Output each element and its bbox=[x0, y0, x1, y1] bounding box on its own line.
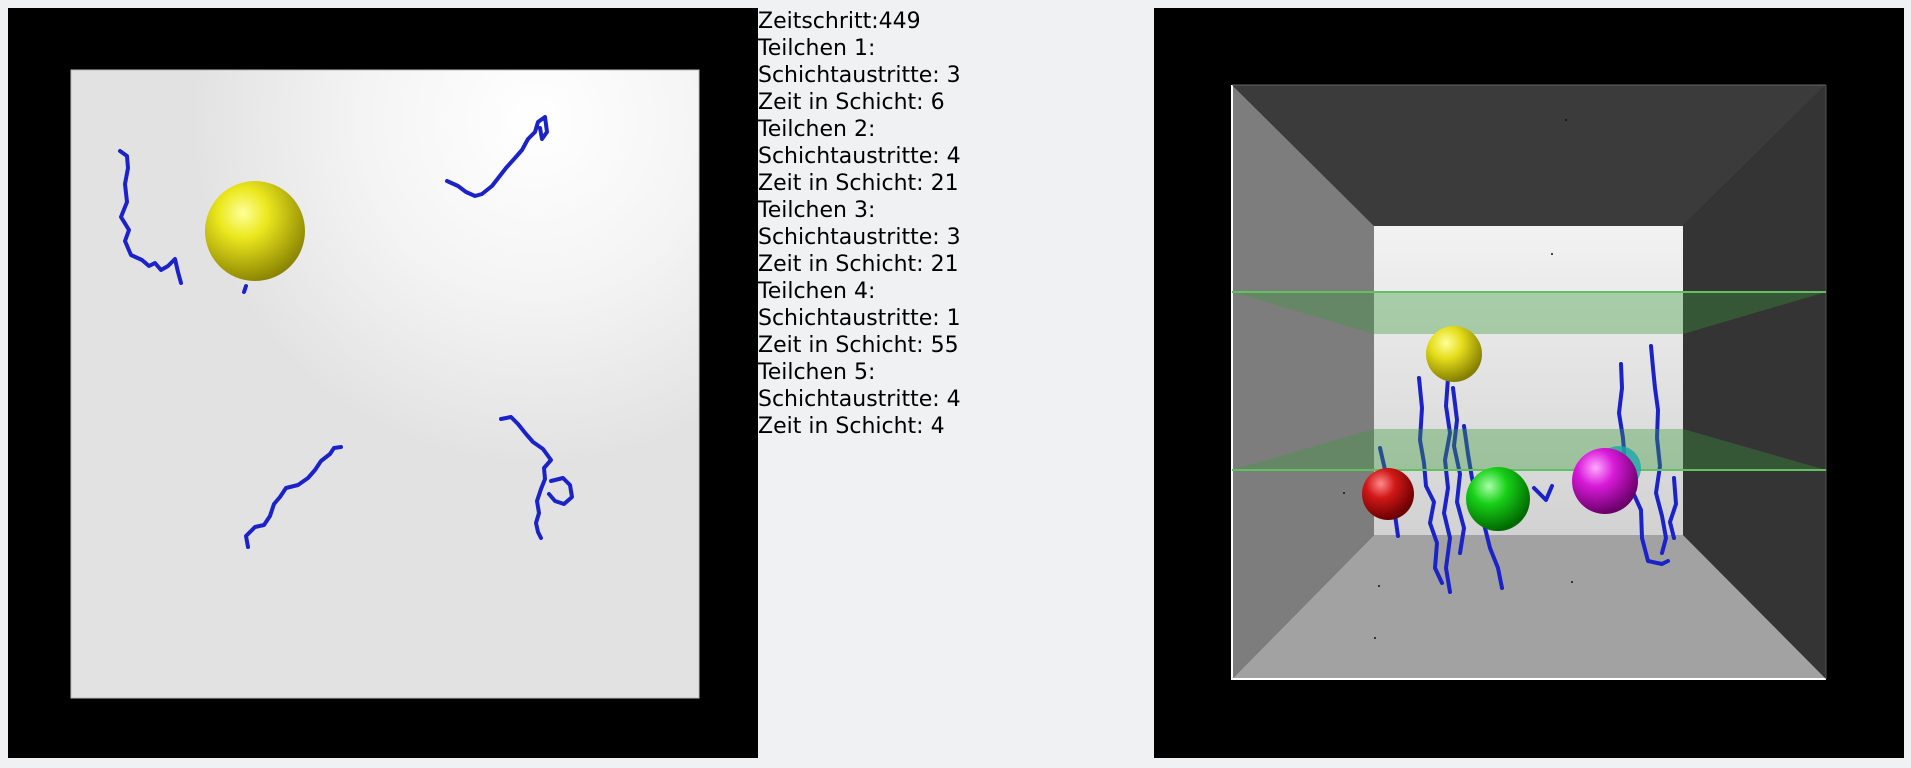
info-panel: Zeitschritt:449 Teilchen 1: Schichtaustr… bbox=[758, 8, 1154, 440]
trail-3d-g bbox=[1649, 344, 1668, 555]
step-value: 449 bbox=[878, 9, 921, 34]
particle-2-time: Zeit in Schicht: 21 bbox=[758, 171, 959, 196]
trail-3 bbox=[244, 445, 343, 549]
upper-layer bbox=[1232, 291, 1826, 334]
particle-2-exits: Schichtaustritte: 4 bbox=[758, 144, 961, 169]
particle-4-title: Teilchen 4: bbox=[758, 279, 876, 304]
right-wall-face bbox=[1683, 85, 1826, 679]
lower-layer bbox=[1232, 429, 1826, 471]
particle-1-exits: Schichtaustritte: 3 bbox=[758, 63, 961, 88]
trail-3d-b bbox=[1417, 376, 1444, 585]
ceiling-face bbox=[1232, 85, 1826, 226]
trail-3d-c bbox=[1451, 386, 1466, 555]
particle-3-title: Teilchen 3: bbox=[758, 198, 876, 223]
step-line: Zeitschritt:449 bbox=[758, 9, 921, 34]
trail-3d-h bbox=[1668, 476, 1678, 540]
trail-1 bbox=[118, 149, 183, 285]
particle-1-title: Teilchen 1: bbox=[758, 36, 876, 61]
trail-5 bbox=[242, 284, 248, 294]
particle-3-exits: Schichtaustritte: 3 bbox=[758, 225, 961, 250]
left-wall-face bbox=[1232, 85, 1374, 679]
particle-magenta-3d bbox=[1572, 448, 1638, 514]
particle-5-time: Zeit in Schicht: 4 bbox=[758, 414, 945, 439]
box-edge bbox=[1231, 85, 1826, 680]
trail-4-loop bbox=[547, 476, 574, 506]
floor-plane bbox=[70, 69, 700, 699]
perspective-scene bbox=[1231, 84, 1827, 680]
floor-face bbox=[1232, 535, 1826, 679]
trail-4 bbox=[499, 415, 553, 540]
trail-3d-i bbox=[1532, 484, 1554, 502]
particle-red-3d bbox=[1362, 468, 1414, 520]
trails-top bbox=[118, 115, 574, 549]
particle-5-title: Teilchen 5: bbox=[758, 360, 876, 385]
top-view-scene bbox=[70, 69, 700, 699]
dust-specks bbox=[1343, 119, 1573, 639]
particle-4-time: Zeit in Schicht: 55 bbox=[758, 333, 959, 358]
particle-5-exits: Schichtaustritte: 4 bbox=[758, 387, 961, 412]
particle-yellow bbox=[205, 181, 305, 281]
top-view-canvas[interactable] bbox=[8, 8, 758, 758]
particle-green-3d bbox=[1466, 467, 1530, 531]
particle-2-title: Teilchen 2: bbox=[758, 117, 876, 142]
trail-2 bbox=[445, 115, 549, 198]
perspective-view-canvas[interactable] bbox=[1154, 8, 1904, 758]
trail-3d-a bbox=[1442, 376, 1452, 594]
particle-3-time: Zeit in Schicht: 21 bbox=[758, 252, 959, 277]
particle-4-exits: Schichtaustritte: 1 bbox=[758, 306, 961, 331]
particle-1-time: Zeit in Schicht: 6 bbox=[758, 90, 945, 115]
particle-yellow-3d bbox=[1426, 326, 1482, 382]
